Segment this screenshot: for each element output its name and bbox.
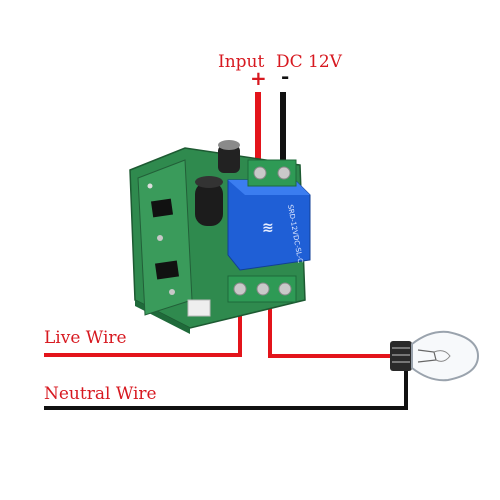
light-bulb-icon	[390, 330, 480, 382]
relay-board-icon: SRD-12VDC-SL-C ≋	[129, 140, 311, 334]
neutral-wire	[44, 370, 408, 410]
neutral-wire-label: Neutral Wire	[44, 384, 157, 404]
switched-live-wire	[268, 300, 392, 358]
dc-voltage-label: DC 12V	[276, 52, 342, 72]
positive-sign: +	[250, 66, 267, 90]
live-wire	[44, 300, 242, 357]
input-label: Input	[218, 52, 265, 72]
negative-sign: -	[281, 64, 290, 88]
live-wire-label: Live Wire	[44, 328, 127, 348]
svg-text:≋: ≋	[262, 220, 274, 236]
